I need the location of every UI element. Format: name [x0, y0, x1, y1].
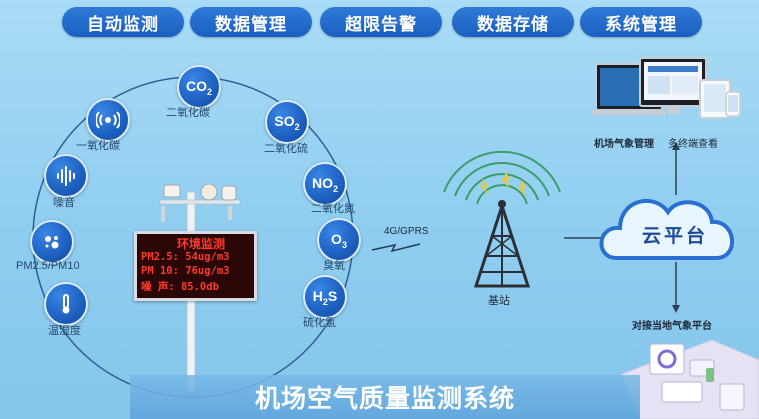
- led-title: 环境监测: [177, 237, 226, 251]
- pm-label: PM2.5/PM10: [16, 260, 80, 272]
- cloud-platform-label: 云平台: [641, 226, 708, 247]
- tab-auto-monitoring[interactable]: 自动监测: [62, 7, 184, 37]
- tab-data-storage[interactable]: 数据存储: [452, 7, 574, 37]
- airport-mgmt-label: 机场气象管理: [594, 139, 654, 150]
- led-noise-row: 噪 声: 85.0db: [141, 281, 219, 293]
- o3-sensor-icon: O3: [317, 218, 361, 262]
- tab-over-limit-alarm[interactable]: 超限告警: [320, 7, 442, 37]
- led-pm10-row: PM 10: 76ug/m3: [141, 265, 230, 277]
- wireless-signal-icon: [86, 98, 130, 142]
- tower-label: 基站: [488, 295, 510, 307]
- thermometer-icon: [44, 282, 88, 326]
- no2-sensor-icon: NO2: [303, 162, 347, 206]
- tab-data-management[interactable]: 数据管理: [190, 7, 312, 37]
- o3-label: 臭氧: [323, 260, 345, 272]
- tab-system-management[interactable]: 系统管理: [580, 7, 702, 37]
- multi-device-icon: [592, 57, 741, 119]
- h2s-label: 硫化氢: [303, 317, 336, 329]
- wireless-link-arrow: [371, 243, 421, 253]
- led-pm25-row: PM2.5: 54ug/m3: [141, 251, 230, 263]
- multi-terminal-label: 多终端查看: [668, 139, 718, 150]
- co-label: 一氧化碳: [76, 140, 120, 152]
- temp-humidity-label: 温湿度: [48, 325, 81, 337]
- network-label: 4G/GPRS: [384, 226, 429, 237]
- co2-label: 二氧化碳: [166, 107, 210, 119]
- pole-sensors: [161, 183, 237, 222]
- particles-icon: [30, 220, 74, 264]
- noise-label: 噪音: [53, 197, 75, 209]
- sound-wave-icon: [44, 154, 88, 198]
- local-platform-illustration: [621, 339, 759, 419]
- led-display-board: 环境监测 PM2.5: 54ug/m3 PM 10: 76ug/m3 噪 声: …: [134, 231, 257, 301]
- top-tab-bar: 自动监测 数据管理 超限告警 数据存储 系统管理: [0, 0, 759, 44]
- cloud-icon: [599, 198, 734, 260]
- page-title: 机场空气质量监测系统: [130, 375, 640, 419]
- signal-tower-icon: [443, 150, 561, 288]
- so2-label: 二氧化硫: [264, 143, 308, 155]
- local-platform-label: 对接当地气象平台: [632, 321, 712, 332]
- no2-label: 二氧化氮: [311, 203, 355, 215]
- so2-sensor-icon: SO2: [265, 100, 309, 144]
- co2-sensor-icon: CO2: [177, 65, 221, 109]
- h2s-sensor-icon: H2S: [303, 275, 347, 319]
